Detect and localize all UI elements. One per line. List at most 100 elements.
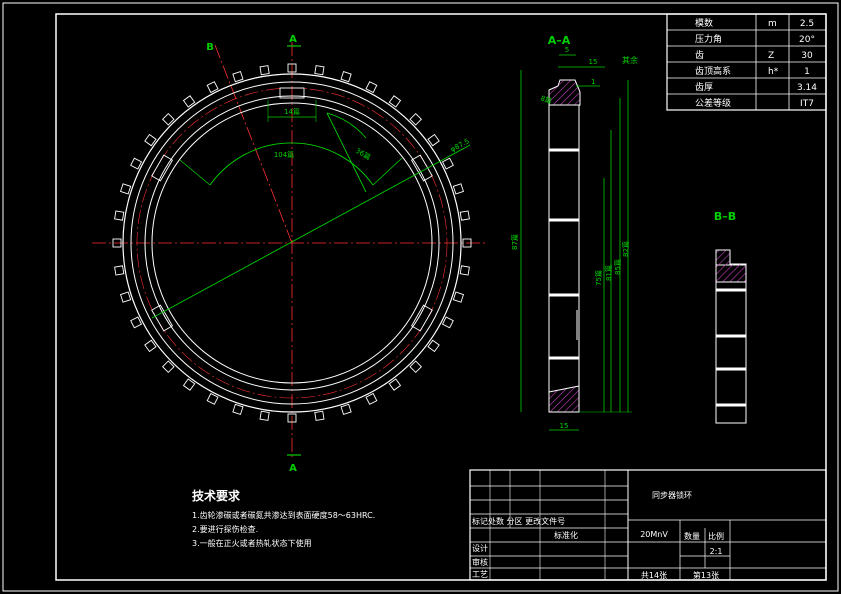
index-slot [151,154,174,182]
gear-tooth [112,238,122,248]
gear-tooth [409,360,422,373]
gear-tooth [452,183,465,195]
gear-tooth [130,157,143,170]
gear-tooth [232,403,244,416]
index-slot [410,154,433,182]
dim-14-label: 14篇 [284,107,300,116]
gear-tooth [388,378,402,391]
index-slots [151,87,433,332]
gear-tooth [287,413,297,423]
param-symbol: h* [768,67,779,77]
dim-104-label: 104篇 [274,150,294,159]
gear-tooth [119,183,132,195]
scale-label: 比例 [708,531,724,541]
gear-tooth [130,316,143,329]
bore-circle [151,102,433,384]
gear-tooth [206,81,219,94]
gear-tooth [452,291,465,303]
section-aa-bottom-hub [548,385,580,413]
dim-aa-bottom-15: 15 [560,422,569,430]
gear-tooth [232,70,244,83]
tech-requirements: 技术要求 1.齿轮渗碳或者碳氮共渗达到表面硬度58～63HRC. 2.要进行探伤… [192,488,375,548]
param-value: 30 [801,51,813,61]
inner-frame [55,13,827,581]
revision-row-label: 标记处数 分区 更改文件号 [472,516,565,526]
section-bb-title: B–B [714,210,736,223]
index-slot [151,304,174,332]
gear-tooth [365,81,378,94]
param-row: 公差等级 IT7 [695,97,814,109]
gear-tooth [314,65,325,76]
gear-tooth [259,65,270,76]
dim-aa-15: 15 [589,58,598,66]
gear-tooth [206,392,219,405]
body-circle [144,95,440,391]
gear-tooth [388,95,402,108]
param-name: 齿顶高系 [695,65,731,77]
gear-tooth [182,378,196,391]
gear-tooth [114,265,125,276]
gear-tooth [409,113,422,126]
gear-tooth [182,95,196,108]
review-label: 审核 [472,557,488,567]
param-value: 20° [799,35,815,45]
param-row: 压力角 20° [695,33,815,45]
section-bb-view: B–B [714,210,747,424]
index-slot [279,87,305,99]
gear-tooth [314,410,325,421]
gear-tooth [287,63,297,73]
param-name: 公差等级 [695,97,731,109]
standardization-label: 标准化 [554,530,578,540]
param-row: 齿 Z 30 [695,50,813,61]
dim-aa-d3: 81篇 [604,265,613,281]
gear-tooth [144,339,157,353]
quantity-label: 数量 [684,531,700,541]
param-name: 齿 [695,50,704,61]
section-aa-view: A–A 5 15 1 8篇 87篇 75篇 81篇 85篇 82篇 15 其余 [510,34,638,431]
param-row: 齿顶高系 h* 1 [695,65,810,77]
diameter-leader [151,144,471,319]
process-label: 工艺 [472,570,488,579]
title-block: 同步器锁环 标记处数 分区 更改文件号 标准化 设计 审核 工艺 20MnV 数… [469,469,827,581]
surface-note: 其余 [622,55,638,65]
section-aa-top-hub [548,79,581,106]
design-label: 设计 [472,543,488,553]
tech-requirement-item: 3.一般在正火或者热轧状态下使用 [192,538,312,548]
scale-value: 2:1 [710,547,723,556]
gear-tooth [427,133,440,147]
dim-aa-5: 5 [565,46,569,54]
param-symbol: Z [768,51,774,61]
tech-requirement-item: 1.齿轮渗碳或者碳氮共渗达到表面硬度58～63HRC. [192,510,375,520]
gear-parameter-table: 模数 m 2.5 压力角 20° 齿 Z 30 齿顶高系 h* 1 齿厚 3.1… [666,13,827,111]
section-b-top: B [206,42,214,53]
dim-arc-36 [326,112,367,193]
param-name: 模数 [695,17,713,29]
gear-tooth [459,265,470,276]
param-name: 压力角 [695,33,722,45]
section-bb-hub [715,249,747,283]
dim-36-label: 36篇 [354,146,372,162]
total-sheets: 共14张 [641,571,667,580]
outer-rim [122,73,462,413]
gear-tooth [462,238,472,248]
dim-leader-104a [179,159,211,186]
gear-tooth [114,210,125,221]
gear-tooth [365,392,378,405]
part-name: 同步器锁环 [652,490,692,500]
gear-tooth [441,316,454,329]
gear-tooth [144,133,157,147]
gear-tooth [459,210,470,221]
material-value: 20MnV [640,530,668,539]
dim-leader-104b [372,157,403,186]
gear-tooth [340,70,352,83]
gear-tooth [441,157,454,170]
param-name: 齿厚 [695,82,713,93]
dim-aa-chamfer: 8篇 [539,93,553,105]
dim-aa-d5: 82篇 [621,241,630,257]
front-view: 104篇 36篇 14篇 φ87.5 A A B [92,34,488,474]
dim-arc-104 [209,142,374,186]
gear-tooth [427,339,440,353]
gear-tooth [259,410,270,421]
